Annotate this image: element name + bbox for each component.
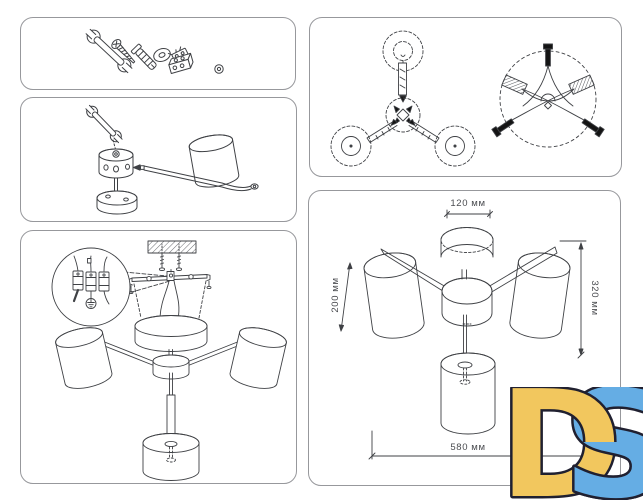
set-screw-icon xyxy=(140,165,145,170)
shade-icon xyxy=(142,433,200,481)
arm-assembly-illustration xyxy=(85,104,259,215)
panel-top-view xyxy=(309,17,622,177)
arm-icon xyxy=(96,338,156,367)
arm-icon xyxy=(380,248,447,294)
screw-icon xyxy=(111,39,136,64)
insert-arrow-icon xyxy=(133,164,141,171)
shade-icon xyxy=(440,352,496,435)
arm-icon xyxy=(487,246,558,294)
top-view-illustration xyxy=(330,30,605,167)
ceiling-install-illustration xyxy=(51,240,287,481)
mounting-bracket-icon xyxy=(128,269,212,295)
wrench-icon xyxy=(85,28,133,74)
wire-connectors-detail-icon xyxy=(51,247,171,327)
ceiling-icon xyxy=(147,240,197,254)
hardware-illustration xyxy=(85,28,224,74)
arm-locking-detail-icon xyxy=(491,43,605,148)
panel-arm-assembly xyxy=(20,97,297,222)
mounting-screw-icon xyxy=(158,243,183,271)
hub-icon xyxy=(441,277,493,327)
wall-plug-icon xyxy=(130,43,157,70)
dimension-shade-height xyxy=(338,262,353,332)
dimension-fixture-width xyxy=(368,430,618,460)
shade-icon xyxy=(229,327,287,389)
shade-icon xyxy=(363,252,425,339)
dim-label-fixture-width: 580 мм xyxy=(450,442,485,453)
dimension-fixture-height xyxy=(559,240,587,359)
panel-hardware xyxy=(20,17,296,90)
ds-logo: S D S xyxy=(497,357,643,500)
logo-letter-s-front: S xyxy=(563,387,643,500)
dim-label-shade-height: 200 мм xyxy=(330,277,341,312)
shade-outline-icon xyxy=(434,125,476,167)
canopy-icon xyxy=(440,227,494,270)
hub-detail-icon xyxy=(385,97,421,133)
fixture-top-view-icon xyxy=(330,30,476,167)
shade-icon xyxy=(509,252,571,339)
retaining-ring-icon xyxy=(214,64,224,74)
shade-icon xyxy=(55,327,113,389)
panel-ceiling-install xyxy=(20,230,297,484)
shade-icon xyxy=(188,134,240,188)
dim-label-fixture-height: 320 мм xyxy=(589,280,600,315)
dimension-canopy-width xyxy=(444,209,493,219)
hub-icon xyxy=(152,354,190,380)
terminal-block-icon xyxy=(167,46,194,74)
dimensions-illustration: 120 мм 200 мм 320 мм 580 мм xyxy=(330,198,618,460)
threaded-arm-end-icon xyxy=(568,74,595,95)
shade-outline-icon xyxy=(330,125,372,167)
arm-icon xyxy=(186,338,246,367)
ds-logo-graphic: S D S xyxy=(497,357,643,500)
base-plate-icon xyxy=(96,190,138,215)
locking-screw-icon xyxy=(491,43,605,138)
washer-icon xyxy=(153,47,171,63)
dim-label-canopy-width: 120 мм xyxy=(450,198,485,209)
canopy-icon xyxy=(134,315,208,352)
hub-icon xyxy=(98,148,134,197)
panel-dimensions: 120 мм 200 мм 320 мм 580 мм xyxy=(308,190,621,486)
threaded-arm-end-icon xyxy=(501,74,528,95)
wrench-icon xyxy=(85,104,123,144)
